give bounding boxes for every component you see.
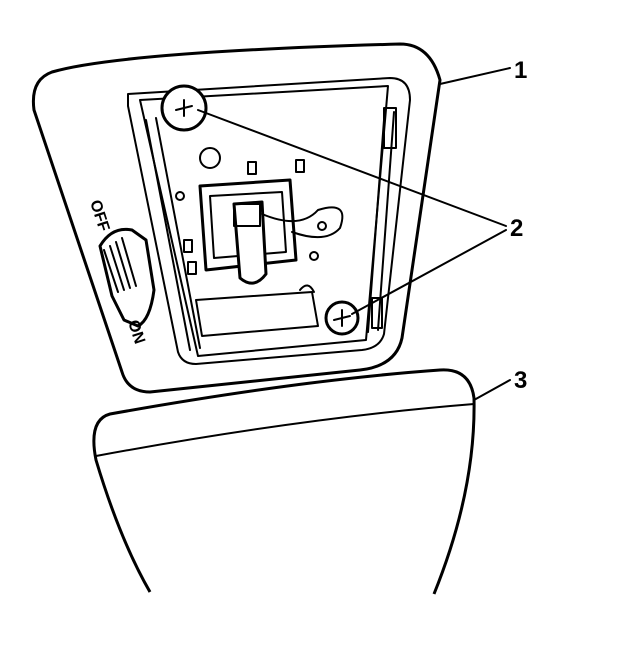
bulb xyxy=(232,200,268,285)
callout-2: 2 xyxy=(510,215,523,242)
leader-lines xyxy=(197,67,511,401)
switch-on-label: ON xyxy=(124,318,148,346)
lamp-internals xyxy=(160,84,397,337)
roof-trim xyxy=(92,368,476,595)
off-on-switch: OFF ON xyxy=(86,198,156,346)
callout-1: 1 xyxy=(514,57,527,84)
callout-3: 3 xyxy=(514,367,527,394)
